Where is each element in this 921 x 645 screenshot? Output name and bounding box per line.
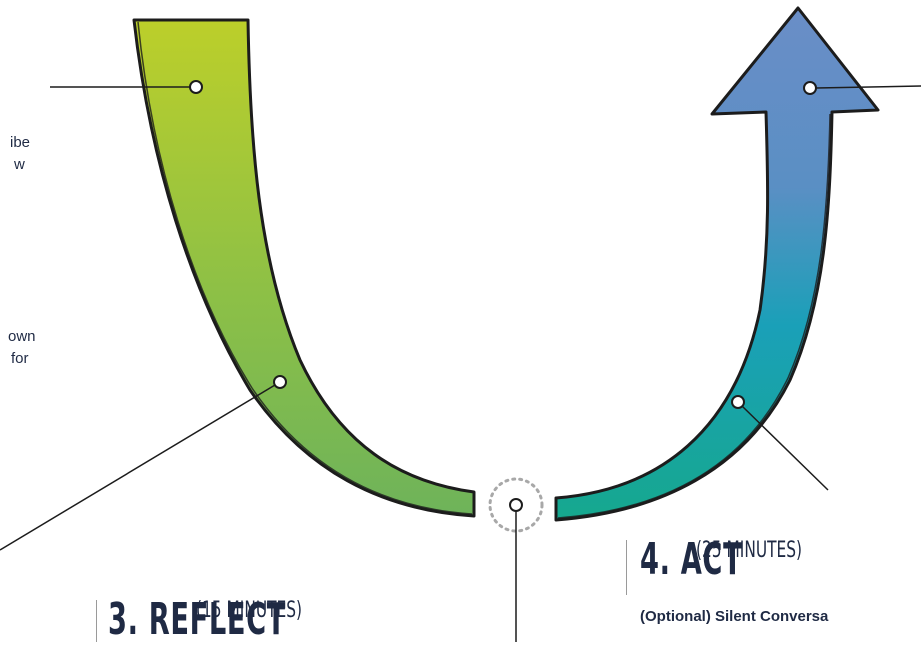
act-separator	[626, 540, 627, 595]
reflect-band	[134, 20, 474, 516]
callout-line-teal	[742, 406, 828, 490]
left-text-fragment-4: for	[11, 349, 29, 369]
transition-node	[510, 499, 522, 511]
left-text-fragment-2: w	[14, 155, 25, 175]
act-subtitle: (Optional) Silent Conversa	[640, 608, 828, 625]
callout-node-teal	[732, 396, 744, 408]
act-duration: (25 MINUTES)	[696, 538, 802, 563]
reflect-duration-wrap: (15 MINUTES)	[196, 598, 348, 623]
callout-node-green-mid	[274, 376, 286, 388]
left-text-fragment-3: own	[8, 327, 36, 347]
callout-line-green-mid	[0, 385, 275, 550]
reflect-separator	[96, 600, 97, 642]
left-text-fragment-1: ibe	[10, 133, 30, 153]
act-arrow	[556, 8, 878, 520]
act-duration-wrap: (25 MINUTES)	[696, 538, 848, 563]
callout-node-blue-top	[804, 82, 816, 94]
callout-node-green-top	[190, 81, 202, 93]
reflect-duration: (15 MINUTES)	[196, 598, 302, 623]
